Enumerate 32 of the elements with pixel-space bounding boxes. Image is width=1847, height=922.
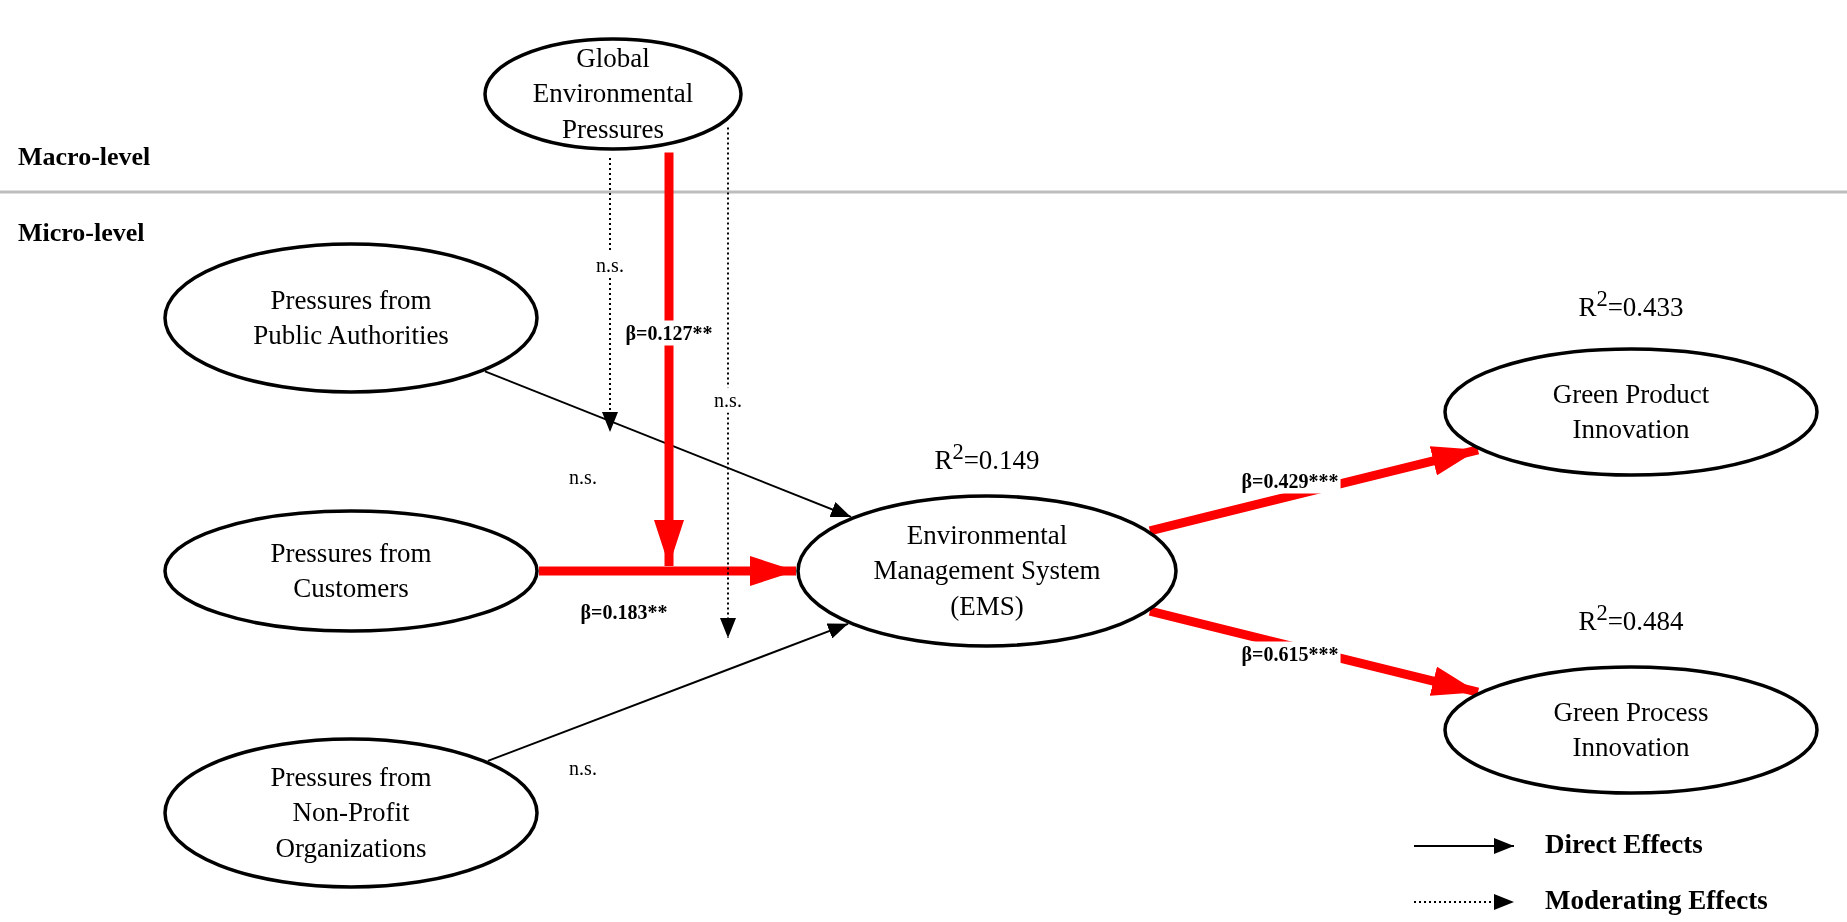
node-label: Green Product Innovation (1551, 377, 1711, 446)
legend-label: Moderating Effects (1545, 885, 1768, 916)
arrow (654, 152, 684, 566)
edge-label: n.s. (712, 387, 744, 413)
node-label: Pressures from Customers (269, 536, 433, 605)
level-label: Micro-level (18, 218, 145, 248)
r-squared-label: R$^{2}$=0.433 (1578, 285, 1684, 323)
ellipse-node (163, 737, 539, 889)
edge-label: β=0.127** (623, 320, 715, 346)
ellipse-node (483, 37, 743, 151)
ellipse-node (163, 509, 539, 633)
node-label: Global Environmental Pressures (531, 42, 695, 146)
edge-label: β=0.615*** (1239, 641, 1341, 667)
edge-label: n.s. (594, 252, 626, 278)
ellipse-node (1443, 347, 1819, 477)
arrow (486, 622, 850, 762)
node-label: Green Process Innovation (1552, 695, 1710, 764)
arrow (539, 556, 796, 586)
r-squared-label: R$^{2}$=0.484 (1578, 599, 1684, 637)
ellipse-node (796, 494, 1178, 648)
dotted-arrow (602, 157, 618, 433)
arrow (1148, 445, 1480, 536)
level-label: Macro-level (18, 142, 151, 172)
legend-label: Direct Effects (1545, 829, 1703, 860)
ellipse-node (163, 242, 539, 394)
ellipse-node (1443, 665, 1819, 795)
dotted-arrow (720, 126, 736, 639)
node-label: Pressures from Public Authorities (252, 283, 450, 352)
r-squared-label: R$^{2}$=0.149 (934, 438, 1040, 476)
node-label: Pressures from Non-Profit Organizations (269, 761, 433, 865)
arrow (484, 370, 853, 518)
node-label: Environmental Management System (EMS) (872, 519, 1102, 623)
